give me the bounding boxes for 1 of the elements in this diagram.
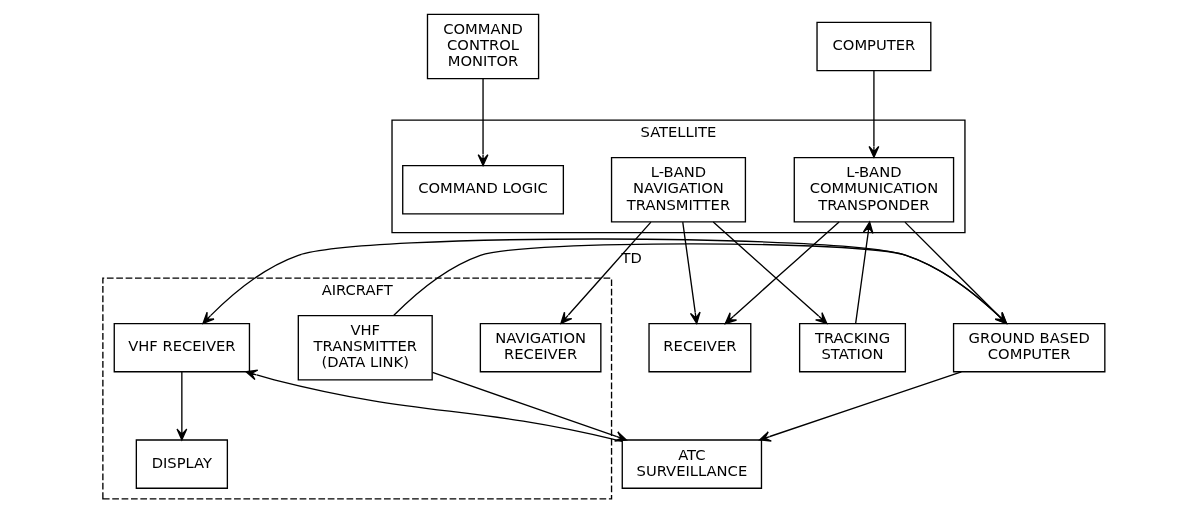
edge-label: TD [621,248,642,266]
